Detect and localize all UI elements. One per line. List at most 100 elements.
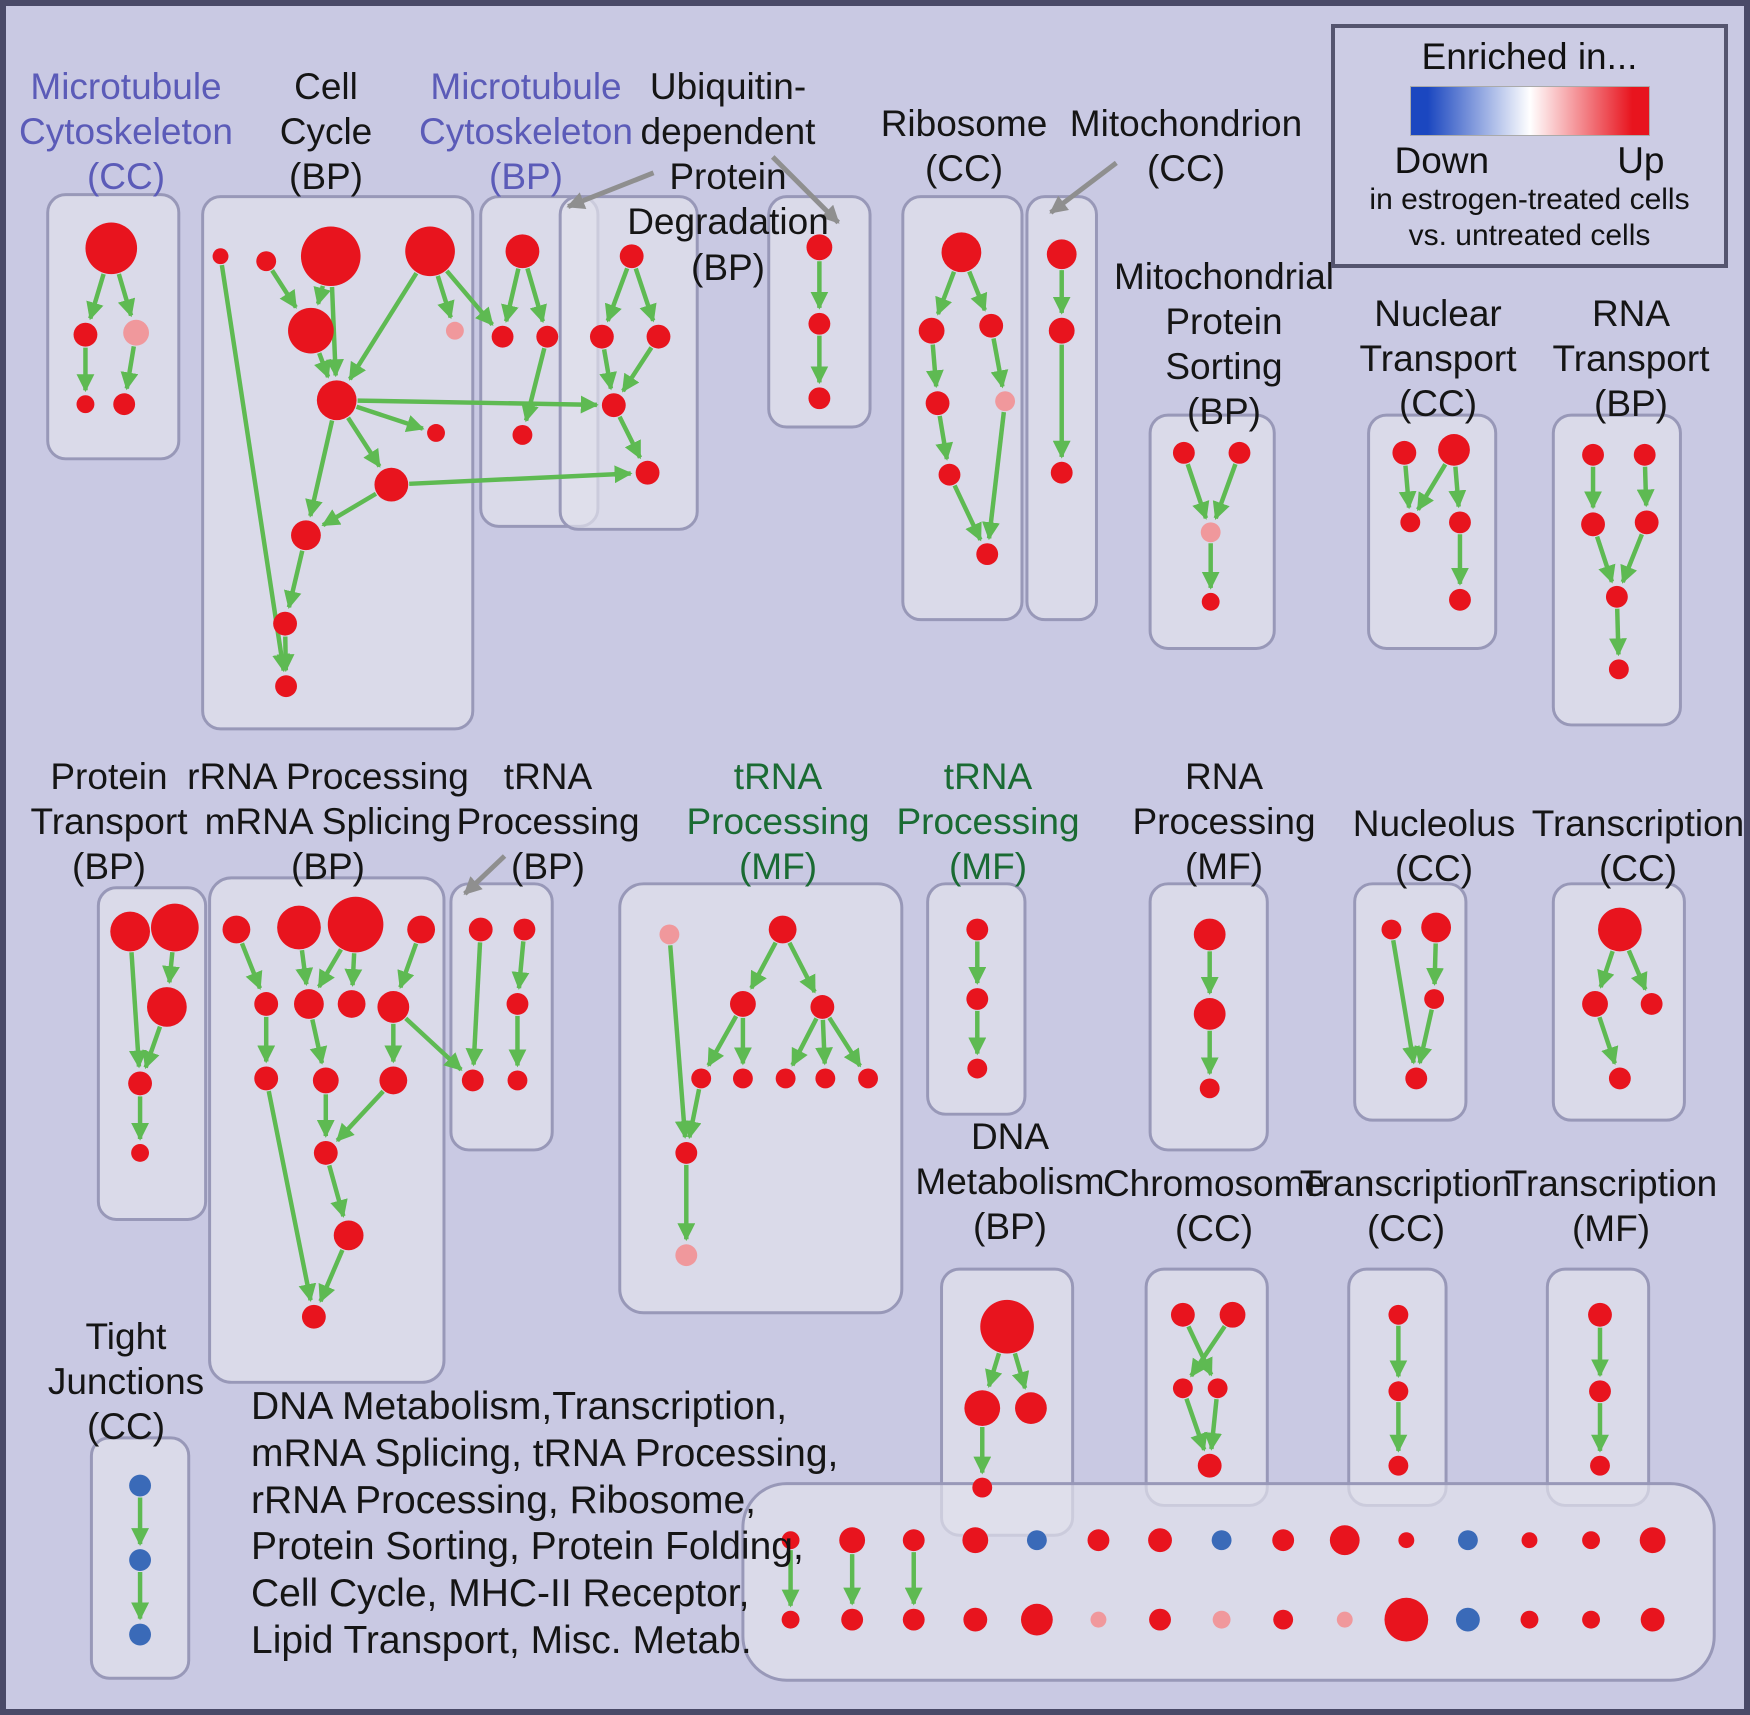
go-term-node [1449, 588, 1471, 611]
go-term-node [1608, 659, 1629, 680]
edge-arrow [276, 636, 295, 673]
go-term-node [976, 543, 999, 566]
edge-arrow [219, 264, 291, 673]
go-term-node [405, 226, 455, 277]
go-term-node [129, 1623, 151, 1646]
go-term-node [277, 905, 321, 950]
go-term-node [374, 467, 409, 502]
go-term-node [1438, 433, 1470, 466]
go-term-node [1273, 1609, 1294, 1630]
go-term-node [691, 1068, 712, 1089]
go-term-node [1639, 1527, 1666, 1554]
edge-arrow [1391, 939, 1420, 1065]
go-term-node [1455, 1607, 1480, 1632]
go-term-node [1640, 1607, 1665, 1632]
go-term-node [1050, 461, 1073, 484]
cluster-box [767, 195, 872, 429]
go-term-node [1170, 1302, 1195, 1327]
go-term-node [1400, 512, 1421, 533]
go-term-node [407, 915, 436, 944]
annotation-arrow [1049, 160, 1118, 215]
go-term-node [85, 222, 138, 275]
go-term-node [256, 251, 277, 272]
go-term-node [1634, 510, 1659, 535]
go-term-node [73, 322, 98, 347]
go-term-node [1015, 1392, 1047, 1425]
go-term-node [962, 1527, 989, 1554]
edge-arrow [295, 949, 314, 987]
go-term-node [1026, 1530, 1047, 1551]
edge-arrow [967, 270, 988, 312]
legend-down-label: Down [1394, 140, 1490, 181]
go-term-node [1384, 1597, 1429, 1642]
edge-arrow [1609, 608, 1627, 657]
go-term-node [275, 675, 297, 698]
edge-arrow [1204, 1398, 1222, 1451]
go-term-node [635, 460, 660, 485]
go-term-node [1589, 1380, 1611, 1403]
edge-arrow [621, 346, 654, 393]
go-term-node [815, 1068, 836, 1089]
edge-arrow [270, 269, 298, 309]
go-term-node [966, 918, 989, 941]
go-term-node [1392, 440, 1417, 465]
color-legend: Enriched in... Down Up in estrogen-treat… [1331, 24, 1728, 268]
edge-arrow [952, 484, 983, 542]
go-term-node [131, 1143, 150, 1162]
go-term-node [902, 1529, 925, 1552]
edge-arrow [925, 344, 944, 389]
go-term-node [995, 391, 1016, 412]
go-term-node [839, 1527, 866, 1554]
cluster-box [558, 195, 699, 531]
go-term-node [288, 307, 334, 354]
go-term-node [1329, 1525, 1360, 1556]
go-term-node [128, 1071, 152, 1096]
go-term-node [212, 248, 229, 265]
go-term-node [1172, 441, 1195, 464]
go-term-node [964, 1390, 1001, 1426]
go-term-node [1582, 991, 1608, 1017]
edge-arrow [1597, 950, 1615, 989]
legend-up-label: Up [1617, 140, 1665, 181]
edge-arrow [827, 1016, 862, 1068]
edge-arrow [239, 942, 263, 990]
go-term-node [966, 988, 989, 1010]
go-term-node [1219, 1301, 1246, 1328]
go-term-node [1398, 1532, 1415, 1549]
go-term-node [1197, 1453, 1222, 1478]
edge-arrow [706, 1015, 739, 1068]
go-term-node [601, 393, 626, 418]
go-term-node [76, 395, 95, 414]
go-term-node [730, 991, 756, 1017]
edge-arrow [348, 271, 419, 381]
go-term-node [254, 992, 279, 1016]
go-term-node [775, 1068, 796, 1089]
edge-arrow [116, 273, 136, 318]
edge-arrow [344, 953, 363, 987]
cluster-box [46, 193, 181, 461]
edge-arrow [465, 942, 484, 1067]
go-term-node [808, 387, 831, 410]
go-term-node [300, 226, 361, 287]
cluster-box [1353, 882, 1468, 1122]
go-term-node [1388, 1381, 1409, 1402]
go-term-node [313, 1141, 338, 1165]
edge-arrow [142, 1025, 163, 1070]
edge-arrow [327, 1164, 348, 1218]
go-term-node [1582, 443, 1604, 466]
edge-arrow [1011, 1352, 1030, 1390]
go-term-node [316, 380, 357, 421]
go-term-node [646, 324, 671, 349]
go-term-node [619, 244, 644, 269]
go-term-node [113, 393, 136, 416]
go-term-node [1207, 1378, 1228, 1399]
edge-arrow [409, 465, 633, 487]
go-term-node [291, 520, 321, 551]
edge-arrow [326, 286, 344, 378]
go-term-node [1212, 1610, 1231, 1629]
go-term-node [1381, 919, 1402, 940]
go-term-node [1640, 993, 1663, 1015]
go-term-node [841, 1608, 864, 1631]
edge-arrow [982, 411, 1007, 541]
go-term-node [1199, 1078, 1220, 1099]
